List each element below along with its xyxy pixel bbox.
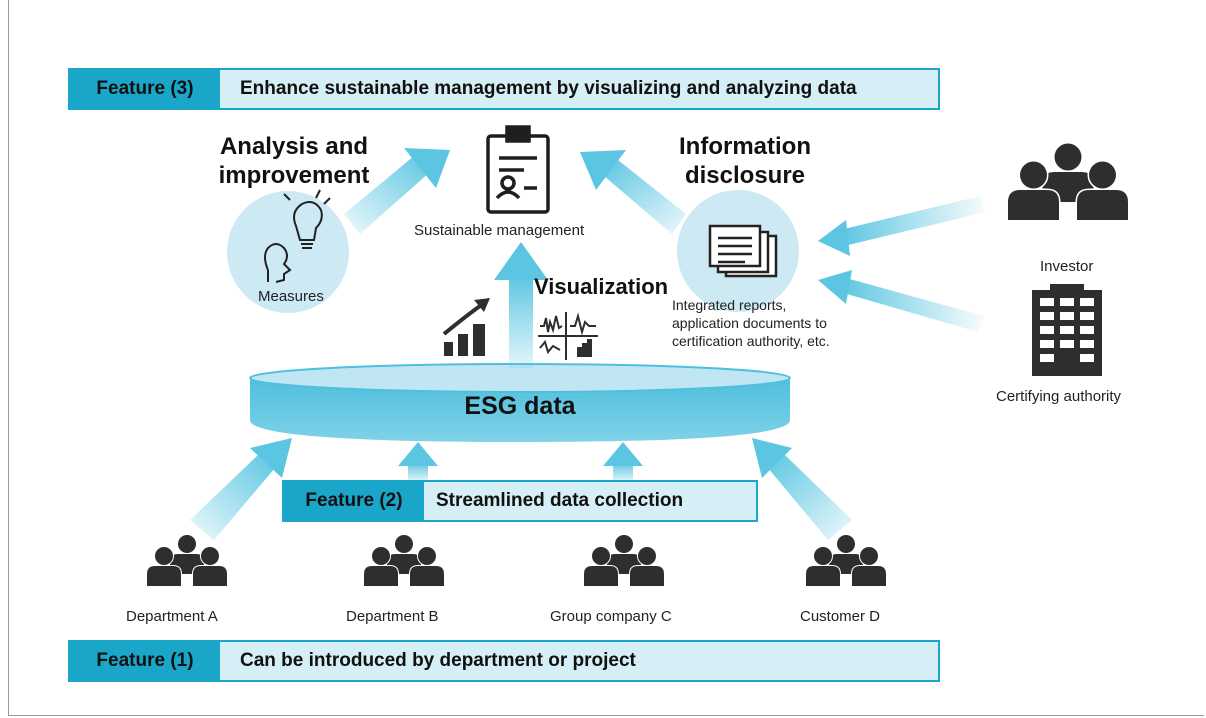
analysis-heading-line1: Analysis and (219, 133, 369, 160)
waveform-chart-icon (538, 312, 598, 360)
dept-a-label: Department A (126, 608, 218, 625)
arrow-customer-d (752, 438, 852, 540)
arrow-measures-to-management (344, 148, 450, 234)
documents-icon (708, 224, 778, 278)
dept-b-people-icon (364, 535, 444, 586)
lightbulb-icon (283, 189, 331, 249)
arrow-group-c (603, 442, 643, 482)
disclosure-heading-line1: Information (679, 133, 811, 160)
feature-1-tag: Feature (1) (70, 642, 220, 680)
dept-a-people-icon (147, 535, 227, 586)
group-c-people-icon (584, 535, 664, 586)
feature-1-text: Can be introduced by department or proje… (240, 650, 636, 671)
arrow-authority-to-disclosure (818, 270, 984, 332)
feature-2-tag: Feature (2) (284, 482, 424, 520)
feature-2-banner: Feature (2) Streamlined data collection (282, 480, 758, 522)
certifying-authority-label: Certifying authority (996, 388, 1122, 405)
arrow-investor-to-disclosure (818, 196, 986, 256)
disclosure-heading: Information disclosure (660, 132, 830, 190)
feature-2-text: Streamlined data collection (436, 490, 684, 511)
feature-3-banner: Feature (3) Enhance sustainable manageme… (68, 68, 940, 110)
arrow-dept-a (190, 438, 292, 540)
customer-d-people-icon (806, 535, 886, 586)
feature-3-text: Enhance sustainable management by visual… (240, 78, 857, 99)
esg-data-cylinder (249, 363, 791, 442)
visualization-arrow (494, 242, 548, 368)
investor-people-icon (1008, 144, 1128, 221)
reports-label-line2: application documents to (672, 315, 827, 331)
reports-label-line1: Integrated reports, (672, 297, 787, 313)
dept-b-label: Department B (346, 608, 439, 625)
arrow-disclosure-to-management (580, 150, 686, 234)
feature-1-banner: Feature (1) Can be introduced by departm… (68, 640, 940, 682)
diagram-frame (8, 0, 1204, 716)
person-thinking-icon (264, 243, 292, 283)
measures-label: Measures (258, 288, 324, 305)
analysis-heading: Analysis and improvement (204, 132, 384, 190)
arrow-dept-b (398, 442, 438, 482)
reports-label-line3: certification authority, etc. (672, 333, 830, 349)
disclosure-heading-line2: disclosure (684, 162, 806, 189)
esg-data-label: ESG data (464, 392, 576, 420)
analysis-heading-line2: improvement (218, 162, 370, 189)
clipboard-icon (486, 125, 550, 214)
group-c-label: Group company C (550, 608, 672, 625)
measures-circle (227, 191, 349, 313)
investor-label: Investor (1040, 258, 1094, 275)
growth-chart-icon (442, 298, 490, 356)
visualization-heading: Visualization (534, 274, 669, 299)
office-building-icon (1032, 284, 1102, 376)
customer-d-label: Customer D (800, 608, 881, 625)
feature-3-tag: Feature (3) (70, 70, 220, 108)
reports-label: Integrated reports, application document… (672, 296, 830, 350)
sustainable-management-label: Sustainable management (414, 222, 585, 239)
